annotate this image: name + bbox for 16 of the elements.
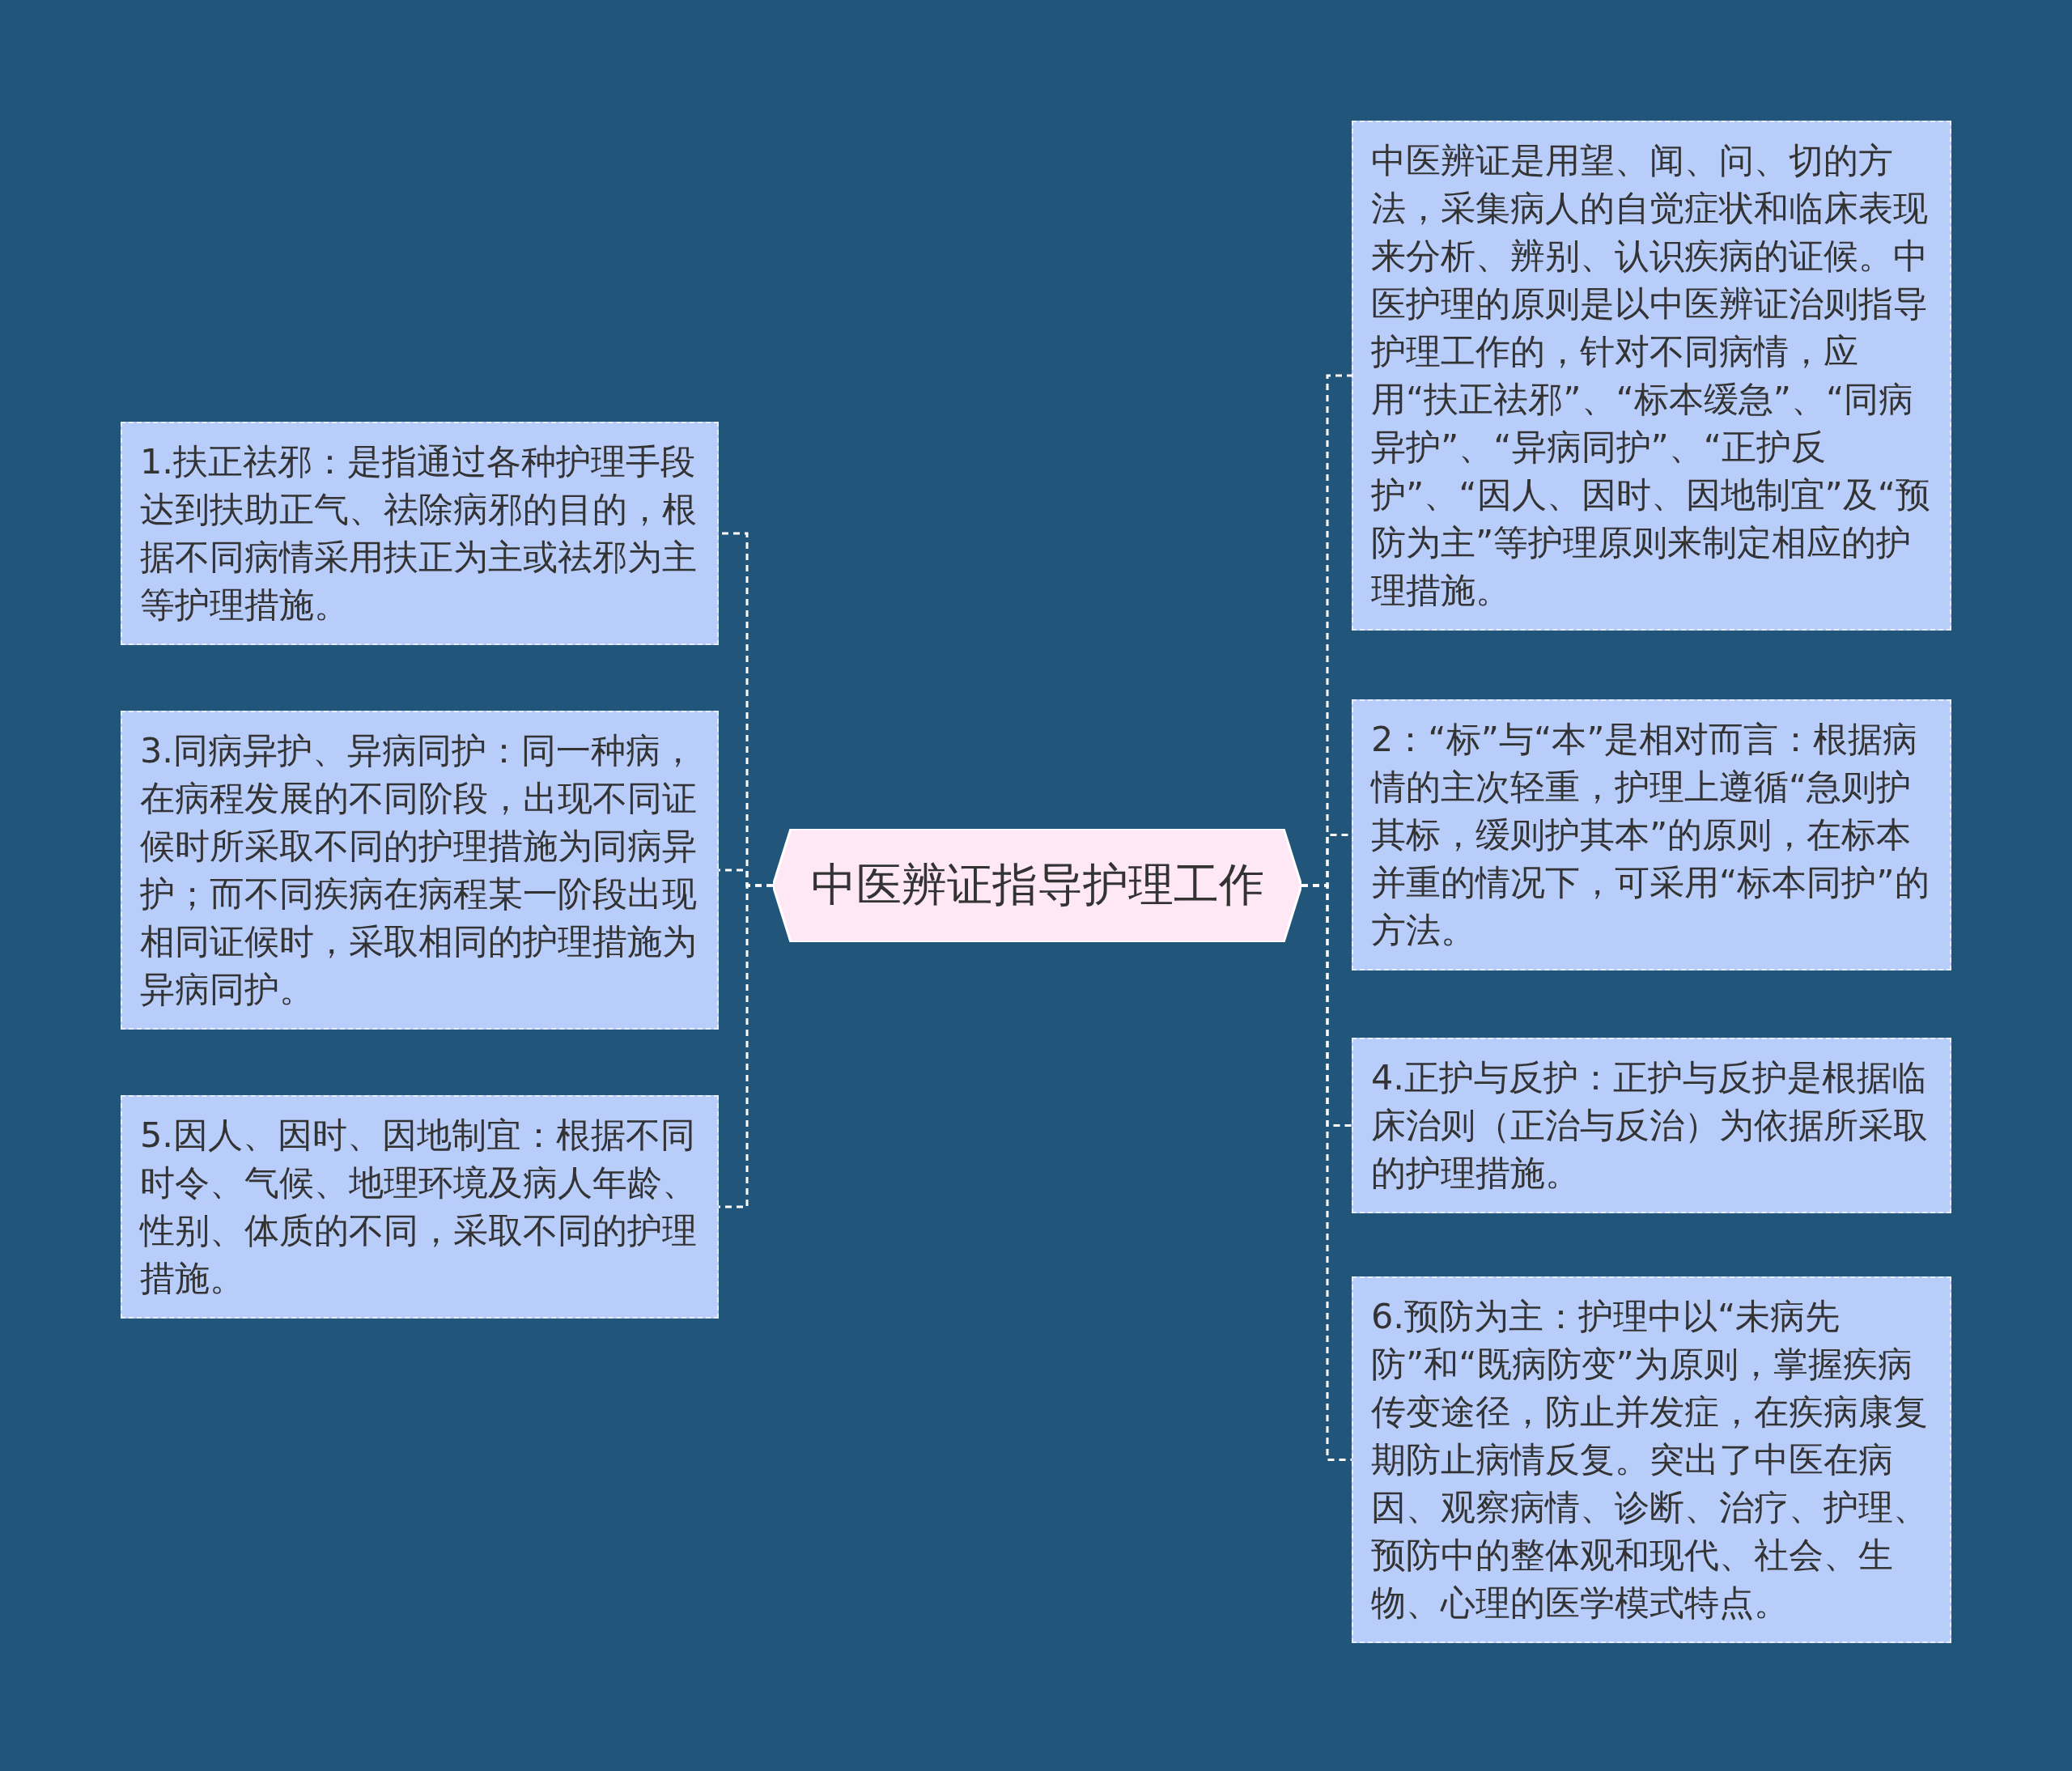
connector-line bbox=[1301, 884, 1352, 1461]
topic-text: 3.同病异护、异病同护：同一种病，在病程发展的不同阶段，出现不同证候时所采取不同的护理措施为同病异护；而不同疾病在病程某一阶段出现相同证候时，采取相同的护理措施为异病同护。 bbox=[140, 729, 698, 1011]
topic-text: 中医辨证指导护理工作 bbox=[810, 857, 1264, 912]
topic-text: 5.因人、因时、因地制宜：根据不同时令、气候、地理环境及病人年龄、性别、体质的不同，采取不同的护理措施。 bbox=[140, 1114, 698, 1300]
central-topic bbox=[773, 829, 1301, 942]
topic-box bbox=[121, 422, 719, 645]
topic-box bbox=[1352, 1276, 1951, 1643]
topic-box bbox=[1352, 1038, 1951, 1213]
topic-box bbox=[121, 711, 719, 1030]
topic-text: 1.扶正祛邪：是指通过各种护理手段达到扶助正气、祛除病邪的目的，根据不同病情采用扶正为主或祛邪为主等护理措施。 bbox=[140, 440, 698, 626]
topic-text: 2：“标”与“本”是相对而言：根据病情的主次轻重，护理上遵循“急则护其标，缓则护其本”的原则，在标本并重的情况下，可采用“标本同护”的方法。 bbox=[1371, 718, 1930, 952]
topic-text: 中医辨证是用望、闻、问、切的方法，采集病人的自觉症状和临床表现来分析、辨别、认识疾病的证候。中医护理的原则是以中医辨证治则指导护理工作的，针对不同病情，应用“扶正祛邪”、“标本缓急”、“同病异护”、“异病同护”、“正护反护”、“因人、因时、因地制宜”及“预防为主”等护理原则来制定相应的护理措施。 bbox=[1371, 139, 1932, 612]
topic-box bbox=[121, 1095, 719, 1319]
topic-text: 4.正护与反护：正护与反护是根据临床治则（正治与反治）为依据所采取的护理措施。 bbox=[1371, 1056, 1929, 1195]
topic-box bbox=[1352, 699, 1951, 970]
topic-text: 6.预防为主：护理中以“未病先防”和“既病防变”为原则，掌握疾病传变途径，防止并发症，在疾病康复期防止病情反复。突出了中医在病因、观察病情、诊断、治疗、护理、预防中的整体观和现代、社会、生物、心理的医学模式特点。 bbox=[1371, 1295, 1929, 1624]
